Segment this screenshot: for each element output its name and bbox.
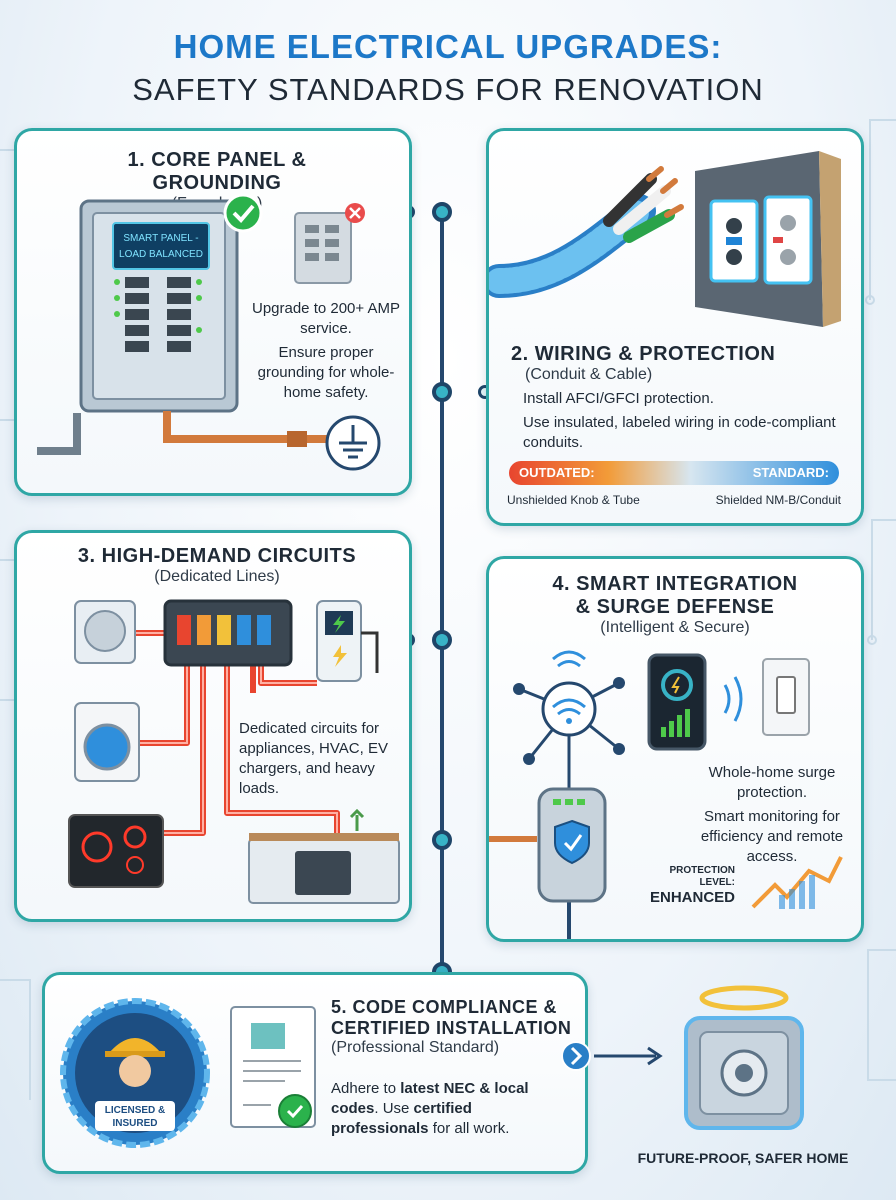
circuits-subheading: (Dedicated Lines) [154, 568, 280, 585]
electrical-panel-illustration: SMART PANEL - LOAD BALANCED [37, 193, 381, 471]
code-compliance-card: LICENSED & INSURED 5. CODE COMPLIANCE & … [42, 972, 588, 1174]
worker-icon [109, 1038, 161, 1053]
caption-standard: Shielded NM-B/Conduit [715, 493, 841, 507]
code-text-part-e: for all work. [428, 1120, 510, 1137]
arrow-icon [561, 1041, 663, 1071]
timeline-spine [440, 210, 444, 990]
protection-level: PROTECTION LEVEL: ENHANCED [619, 865, 735, 906]
code-text-part-d: certified professionals [331, 1100, 472, 1137]
wiring-protection-card: 2. WIRING & PROTECTION (Conduit & Cable)… [486, 128, 864, 526]
panel-text-2: Ensure proper grounding for whole-home s… [257, 344, 395, 401]
standards-gradient-bar: OUTDATED: STANDARD: [509, 461, 839, 485]
wiring-text-1: Install AFCI/GFCI protection. [523, 390, 714, 407]
panel-grounding-card: 1. CORE PANEL & GROUNDING (Foundation) S… [14, 128, 412, 496]
safe-illustration [684, 985, 804, 1130]
smart-integration-card: 4. SMART INTEGRATION & SURGE DEFENSE (In… [486, 556, 864, 942]
wiring-heading: 2. WIRING & PROTECTION [511, 343, 776, 365]
panel-text-1: Upgrade to 200+ AMP service. [251, 300, 400, 337]
timeline-node-1 [432, 202, 452, 222]
protection-level-label-1: PROTECTION [669, 865, 735, 876]
protection-level-value: ENHANCED [649, 889, 735, 906]
badge-line-2: INSURED [112, 1118, 157, 1129]
timeline-node-3 [432, 630, 452, 650]
footer-tagline: FUTURE-PROOF, SAFER HOME [637, 1150, 849, 1166]
panel-heading: 1. CORE PANEL & GROUNDING [127, 149, 307, 194]
caption-outdated: Unshielded Knob & Tube [507, 493, 640, 507]
page-title: HOME ELECTRICAL UPGRADES: SAFETY STANDAR… [0, 28, 896, 108]
code-heading-1: 5. CODE COMPLIANCE & [331, 997, 558, 1017]
title-line-2: SAFETY STANDARDS FOR RENOVATION [132, 72, 764, 107]
smart-text-2: Smart monitoring for efficiency and remo… [700, 808, 844, 865]
panel-screen-line-2: LOAD BALANCED [119, 249, 203, 260]
code-text-part-c: . Use [374, 1100, 414, 1117]
lightning-icon [333, 615, 345, 633]
wiring-text-2: Use insulated, labeled wiring in code-co… [523, 414, 836, 451]
code-subheading: (Professional Standard) [331, 1039, 500, 1056]
circuits-heading: 3. HIGH-DEMAND CIRCUITS [77, 545, 357, 567]
high-demand-card: 3. HIGH-DEMAND CIRCUITS (Dedicated Lines… [14, 530, 412, 922]
smart-heading-1: 4. SMART INTEGRATION [552, 573, 798, 595]
bar-outdated-label: OUTDATED: [519, 465, 595, 480]
shield-icon [554, 819, 590, 865]
bar-standard-label: STANDARD: [752, 465, 829, 480]
code-text-part-b: latest NEC & local codes [331, 1080, 529, 1117]
code-text-part-a: Adhere to [331, 1080, 401, 1097]
trend-chart-icon [751, 856, 843, 909]
smart-heading-2: & SURGE DEFENSE [575, 596, 775, 618]
circuits-text: Dedicated circuits for appliances, HVAC,… [239, 720, 388, 797]
code-text: Adhere to latest NEC & local codes. Use … [331, 1079, 541, 1139]
timeline-node-2 [432, 382, 452, 402]
badge-line-1: LICENSED & [105, 1105, 166, 1116]
smart-subheading: (Intelligent & Secure) [600, 619, 750, 636]
smart-illustration [489, 650, 843, 939]
title-line-1: HOME ELECTRICAL UPGRADES: [173, 28, 723, 65]
check-icon [223, 193, 263, 233]
code-heading-2: CERTIFIED INSTALLATION [331, 1018, 572, 1038]
protection-level-label-2: LEVEL: [699, 877, 735, 888]
old-panel-icon [294, 212, 352, 284]
timeline-node-4 [432, 830, 452, 850]
compliance-illustration: LICENSED & INSURED [60, 998, 316, 1148]
panel-screen-line-1: SMART PANEL - [123, 233, 198, 244]
wiring-illustration [489, 151, 841, 327]
wiring-subheading: (Conduit & Cable) [525, 366, 653, 383]
circuits-illustration [68, 599, 400, 904]
halo-icon [699, 985, 789, 1011]
smart-text-1: Whole-home surge protection. [708, 764, 836, 801]
